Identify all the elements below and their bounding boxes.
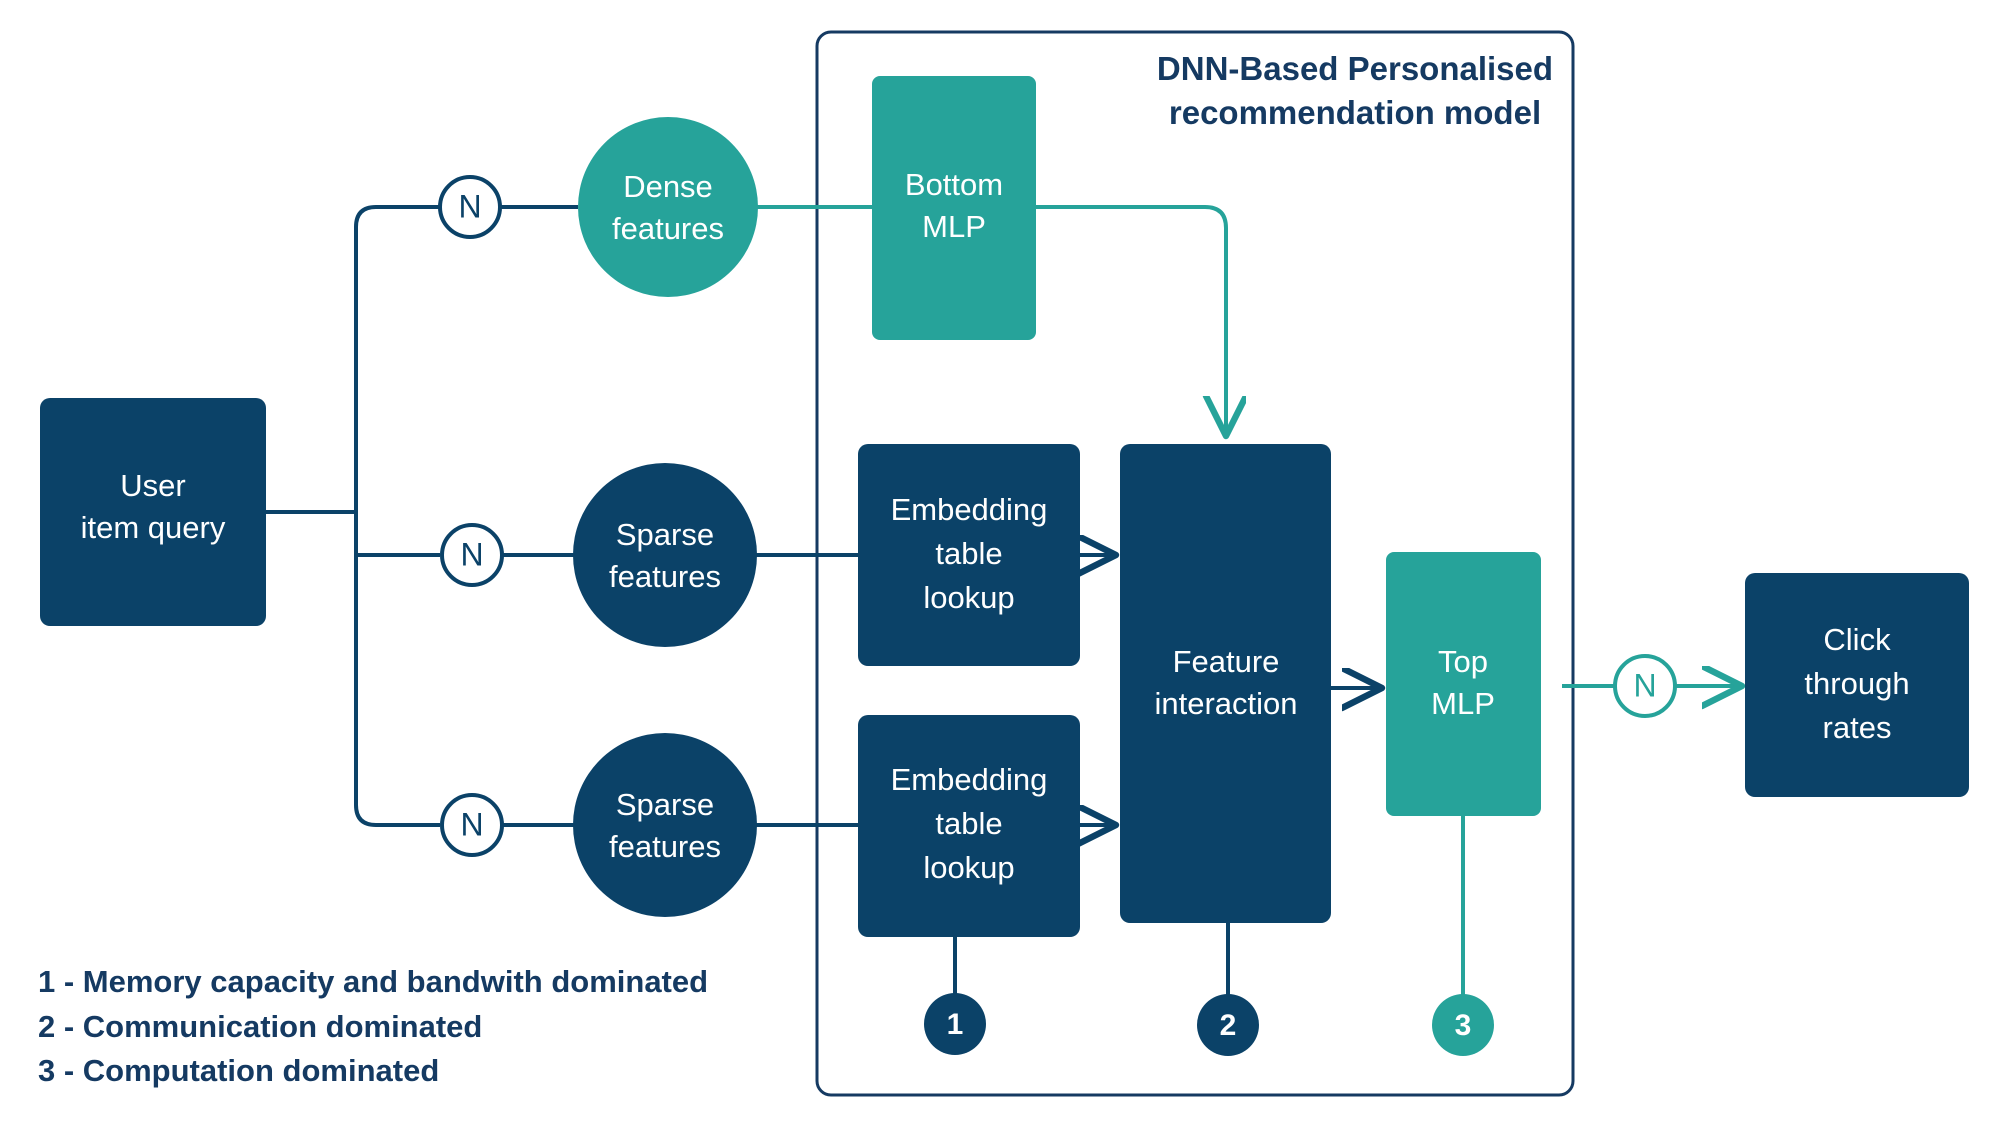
dnn-model-group-box [815,30,1575,1097]
node-click-through-rates-line2: through [1804,666,1909,701]
node-sparse-features-bottom-line1: Sparse [616,787,714,822]
numbered-marker-icon [1432,994,1494,1056]
node-embedding-table-lookup-top-line3: lookup [923,580,1014,615]
node-click-through-rates-line3: rates [1823,710,1892,745]
multiplicity-badge-sparse-bottom-branch[interactable]: N [440,793,504,857]
node-embedding-table-lookup-bottom-line2: table [935,806,1002,841]
numbered-marker-icon [924,993,986,1055]
legend-item-3: 3 - Computation dominated [38,1053,439,1088]
node-bottom-mlp-box [872,76,1036,340]
node-dense-features-line1: Dense [623,169,713,204]
node-sparse-features-bottom-line2: features [609,829,721,864]
node-top-mlp-box [1386,552,1541,816]
multiplicity-circle-icon [440,523,504,587]
node-embedding-table-lookup-top-line1: Embedding [891,492,1048,527]
node-top-mlp-line2: MLP [1431,686,1495,721]
numbered-marker-three[interactable]: 3 [1432,994,1494,1056]
node-feature-interaction[interactable]: Feature interaction [1120,444,1331,923]
node-embedding-table-lookup-top[interactable]: Embedding table lookup [858,444,1080,666]
node-embedding-table-lookup-bottom-box [858,715,1080,937]
node-embedding-table-lookup-top-box [858,444,1080,666]
numbered-marker-two[interactable]: 2 [1197,994,1259,1056]
node-user-item-query-line2: item query [81,510,226,545]
multiplicity-circle-icon [438,175,502,239]
numbered-marker-one[interactable]: 1 [924,993,986,1055]
node-feature-interaction-line1: Feature [1173,644,1280,679]
node-user-item-query[interactable]: User item query [40,398,266,626]
legend: 1 - Memory capacity and bandwith dominat… [38,964,708,1088]
multiplicity-badge-dense-branch[interactable]: N [438,175,502,239]
numbered-marker-one-label: 1 [947,1008,964,1041]
numbered-marker-two-label: 2 [1220,1009,1237,1042]
node-feature-interaction-box [1120,444,1331,923]
node-sparse-features-top-circle [573,463,757,647]
node-embedding-table-lookup-top-line2: table [935,536,1002,571]
node-user-item-query-line1: User [120,468,185,503]
node-feature-interaction-line2: interaction [1154,686,1297,721]
node-embedding-table-lookup-bottom[interactable]: Embedding table lookup [858,715,1080,937]
node-bottom-mlp-line1: Bottom [905,167,1003,202]
node-dense-features-line2: features [612,211,724,246]
multiplicity-badge-output-branch[interactable]: N [1613,654,1677,718]
node-sparse-features-top-line2: features [609,559,721,594]
node-embedding-table-lookup-bottom-line1: Embedding [891,762,1048,797]
node-click-through-rates-box [1745,573,1969,797]
group-title-line1: DNN-Based Personalised [1157,50,1553,87]
node-top-mlp[interactable]: Top MLP [1386,552,1541,816]
multiplicity-circle-icon [440,793,504,857]
connector-bracket-spine-lower [354,555,440,827]
node-click-through-rates-line1: Click [1823,622,1891,657]
numbered-marker-three-label: 3 [1455,1009,1472,1042]
connector-bottom-mlp-to-feature-interaction [1035,205,1226,432]
node-bottom-mlp-line2: MLP [922,209,986,244]
legend-item-2: 2 - Communication dominated [38,1009,482,1044]
node-click-through-rates[interactable]: Click through rates [1745,573,1969,797]
node-user-item-query-box [40,398,266,626]
multiplicity-badge-output-label: N [1633,667,1656,703]
node-top-mlp-line1: Top [1438,644,1488,679]
node-sparse-features-top[interactable]: Sparse features [573,463,757,647]
node-embedding-table-lookup-bottom-line3: lookup [923,850,1014,885]
node-sparse-features-bottom-circle [573,733,757,917]
connector-bracket-spine-mid [354,512,440,557]
numbered-marker-icon [1197,994,1259,1056]
node-dense-features-circle [578,117,758,297]
group-title-line2: recommendation model [1169,94,1541,131]
multiplicity-badge-sparse-bottom-label: N [460,806,483,842]
node-bottom-mlp[interactable]: Bottom MLP [872,76,1036,340]
node-dense-features[interactable]: Dense features [578,117,758,297]
multiplicity-badge-sparse-top-branch[interactable]: N [440,523,504,587]
multiplicity-badge-dense-label: N [458,188,481,224]
node-sparse-features-bottom[interactable]: Sparse features [573,733,757,917]
node-sparse-features-top-line1: Sparse [616,517,714,552]
multiplicity-circle-icon [1613,654,1677,718]
legend-item-1: 1 - Memory capacity and bandwith dominat… [38,964,708,999]
connector-bracket-spine [354,205,440,512]
multiplicity-badge-sparse-top-label: N [460,536,483,572]
